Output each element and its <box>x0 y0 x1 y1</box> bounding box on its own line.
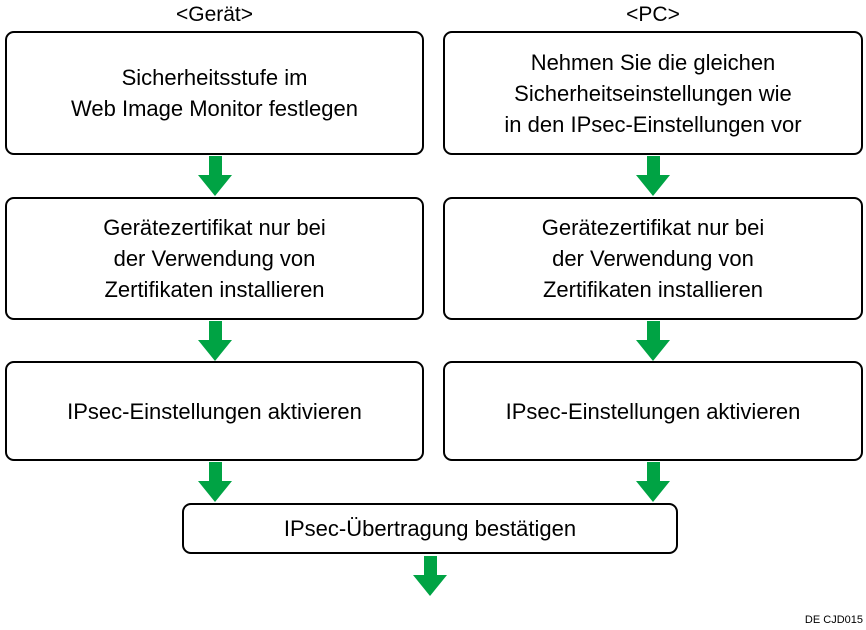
down-arrow-icon <box>413 556 447 596</box>
flow-box-geraet-step1: Sicherheitsstufe im Web Image Monitor fe… <box>5 31 424 155</box>
column-header-pc: <PC> <box>626 3 680 26</box>
figure-code-label: DE CJD015 <box>804 614 863 626</box>
column-header-geraet: <Gerät> <box>175 3 254 26</box>
flow-box-pc-step2: Gerätezertifikat nur bei der Verwendung … <box>443 197 863 320</box>
down-arrow-icon <box>198 156 232 196</box>
flow-box-pc-step3: IPsec-Einstellungen aktivieren <box>443 361 863 461</box>
flow-box-confirm-transmission: IPsec-Übertragung bestätigen <box>182 503 678 554</box>
flow-box-geraet-step2: Gerätezertifikat nur bei der Verwendung … <box>5 197 424 320</box>
down-arrow-icon <box>636 462 670 502</box>
down-arrow-icon <box>636 156 670 196</box>
flow-box-pc-step1: Nehmen Sie die gleichen Sicherheitseinst… <box>443 31 863 155</box>
down-arrow-icon <box>198 321 232 361</box>
flow-box-geraet-step3: IPsec-Einstellungen aktivieren <box>5 361 424 461</box>
down-arrow-icon <box>198 462 232 502</box>
down-arrow-icon <box>636 321 670 361</box>
